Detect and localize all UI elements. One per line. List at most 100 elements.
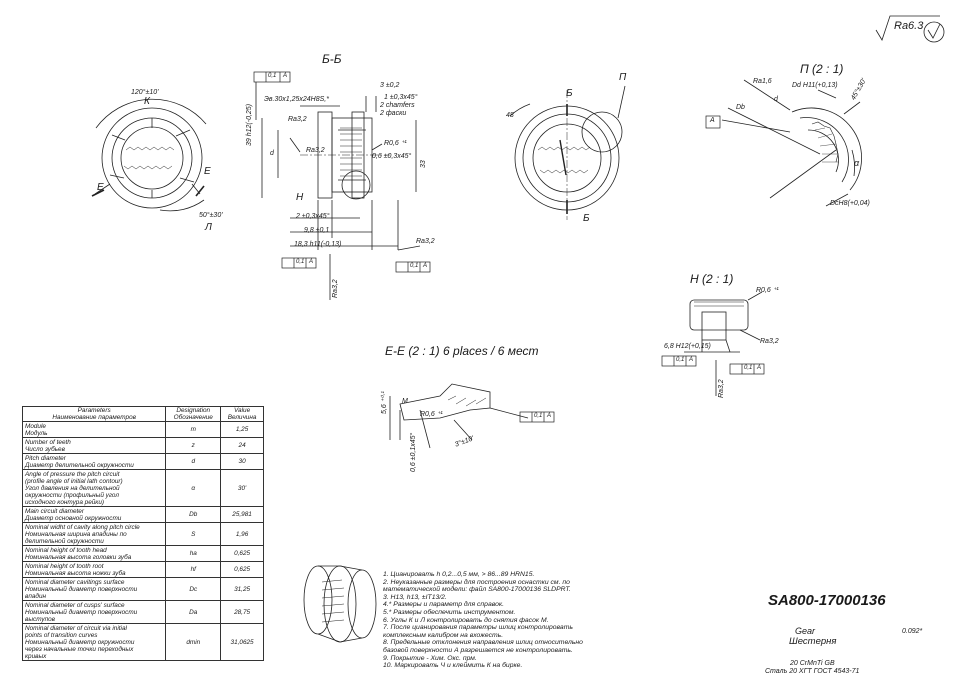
note-line: 7. После цианирования параметры шлиц кон… — [383, 624, 573, 632]
table-header-row: Parameters Наименование параметров Desig… — [21, 406, 264, 422]
angle-120-label: 120°±10' — [131, 89, 159, 96]
param-name: Module Модуль — [21, 421, 167, 438]
param-designation: Dc — [165, 577, 222, 601]
view-ee-title: E-E (2 : 1) 6 places / 6 мест — [385, 344, 539, 358]
param-designation: dmin — [165, 623, 222, 661]
note-line: 2. Неуказанные размеры для построения ос… — [383, 578, 570, 586]
dim-dia-48: 48 — [506, 112, 514, 119]
dim-r06-h: R0,6 ⁺¹ — [756, 287, 779, 294]
note-line: 6. Углы К и Л контролировать до снятия ф… — [383, 616, 549, 624]
dim-68: 6,8 H12(+0,15) — [664, 343, 711, 350]
param-name: Angle of pressure the pitch circuit (pro… — [21, 469, 167, 507]
front-view-gear — [91, 98, 207, 212]
param-value: 24 — [220, 437, 264, 454]
letter-e-right: Е — [204, 166, 211, 177]
general-roughness: Ra6.3 — [876, 14, 956, 46]
param-designation: d — [165, 453, 222, 470]
table-row: Nominal widht of cavity along pitch circ… — [21, 522, 264, 546]
view-p-title: П (2 : 1) — [800, 62, 844, 76]
tol-frame-6-datum: A — [547, 413, 552, 419]
dim-dia-33: 33 — [420, 160, 427, 168]
param-value: 1,25 — [220, 421, 264, 438]
dim-alpha: α — [854, 158, 860, 168]
letter-m: M — [402, 398, 408, 405]
dim-dia-39: 39 h12(-0,25) — [246, 103, 253, 146]
tol-frame-1-datum: A — [283, 73, 288, 79]
roughness-ra16: Ra1,6 — [753, 78, 772, 85]
table-row: Nominal height of tooth head Номинальная… — [21, 545, 264, 562]
dim-dd-h11: Dd H11(+0,13) — [792, 82, 838, 89]
param-name: Nominal widht of cavity along pitch circ… — [21, 522, 167, 546]
section-ee — [389, 383, 529, 449]
table-row: Pitch diameter Диаметр делительной окруж… — [21, 453, 264, 470]
note-line: базовой поверхности А разрешается не кон… — [383, 646, 573, 654]
part-name-en: Gear — [795, 626, 816, 636]
table-row: Nominal diameter of circuit via initial … — [21, 623, 264, 661]
dim-d-p: d — [774, 96, 778, 103]
roughness-ra32-c: Ra3,2 — [416, 238, 435, 245]
dim-3: 3 ±0,2 — [380, 82, 400, 89]
param-value: 1,96 — [220, 522, 264, 546]
view-h-detail — [684, 291, 763, 396]
dim-chamfer-1: 1 ±0,3х45° — [384, 94, 418, 101]
param-value: 30 — [220, 453, 264, 470]
table-row: Main circuit diameter Диаметр основной о… — [21, 506, 264, 523]
dim-len-183: 18,3 h11(-0,13) — [294, 241, 342, 248]
chamfers-ru: 2 фаски — [380, 110, 407, 117]
table-row: Angle of pressure the pitch circuit (pro… — [21, 469, 264, 507]
letter-b-bottom: Б — [583, 213, 590, 224]
note-line: комплексным калибром на вхожесть. — [383, 631, 504, 639]
material-en: 20 CrMnTi GB — [790, 660, 835, 667]
note-line: 9. Покрытие - Хим. Окс. прм. — [383, 654, 477, 662]
param-designation: hf — [165, 561, 222, 578]
param-value: 0,625 — [220, 545, 264, 562]
header-parameters: Parameters Наименование параметров — [21, 406, 167, 422]
dim-db: Db — [736, 104, 745, 111]
letter-p: П — [619, 72, 627, 83]
letter-l: Л — [205, 222, 212, 233]
dim-56: 5,6 ⁺⁰·¹ — [381, 391, 388, 414]
header-value: Value Величина — [220, 406, 264, 422]
tol-frame-6-value: 0,1 — [534, 413, 543, 419]
param-value: 28,75 — [220, 600, 264, 624]
part-name-ru: Шестерня — [789, 636, 837, 647]
tol-frame-2-datum: A — [309, 259, 314, 265]
section-bb — [255, 82, 421, 300]
roughness-symbol — [875, 15, 945, 43]
dim-d: d — [270, 150, 274, 157]
param-name: Number of teeth Число зубьев — [21, 437, 167, 454]
tol-frame-1-value: 0,1 — [268, 73, 277, 79]
tol-frame-2-value: 0,1 — [296, 259, 305, 265]
dim-chamfer-06: 0,6 ±0,3х45° — [372, 153, 412, 160]
note-line: 5.* Размеры обеспечить инструментом. — [383, 608, 516, 616]
table-row: Nominal diameter cavitings surface Номин… — [21, 577, 264, 601]
dim-r06-ee: R0,6 ⁺¹ — [420, 411, 443, 418]
tol-frame-5-datum: A — [757, 365, 762, 371]
param-designation: Da — [165, 600, 222, 624]
table-row: Nominal diameter of cusps' surface Номин… — [21, 600, 264, 624]
param-name: Nominal diameter cavitings surface Номин… — [21, 577, 167, 601]
header-designation: Designation Обозначение — [165, 406, 222, 422]
note-line: 1. Цианировать h 0,2...0,5 мм, > 86...89… — [383, 571, 535, 578]
part-mass: 0.092* — [902, 628, 923, 635]
roughness-ra32-h: Ra3,2 — [760, 338, 779, 345]
param-designation: ha — [165, 545, 222, 562]
angle-50-label: 50°±30' — [199, 212, 223, 219]
gear-parameter-table: Parameters Наименование параметров Desig… — [21, 406, 264, 661]
roughness-ra32-d: Ra3,2 — [332, 279, 339, 298]
note-line: 8. Предельные отклонения направления шли… — [383, 639, 583, 647]
material-ru: Сталь 20 ХГТ ГОСТ 4543-71 — [765, 668, 860, 675]
spline-spec: Эв.30х1,25х24H8S,* — [264, 96, 329, 103]
tol-frame-4-datum: A — [689, 357, 694, 363]
param-value: 0,625 — [220, 561, 264, 578]
param-name: Pitch diameter Диаметр делительной окруж… — [21, 453, 167, 470]
tol-frame-3-value: 0,1 — [410, 263, 419, 269]
param-designation: m — [165, 421, 222, 438]
middle-view — [509, 85, 626, 220]
param-designation: Db — [165, 506, 222, 523]
letter-b-top: Б — [566, 88, 573, 99]
section-bb-title: Б-Б — [322, 52, 342, 66]
